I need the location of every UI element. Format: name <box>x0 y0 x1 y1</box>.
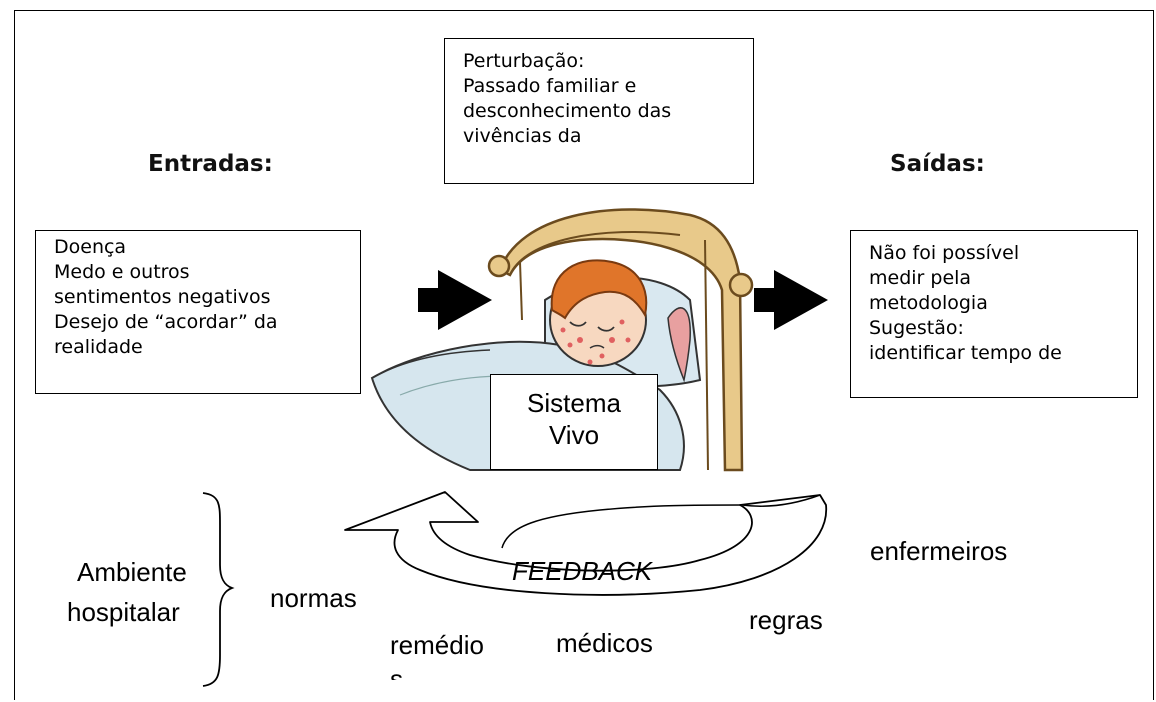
remedio-line: s <box>390 664 403 680</box>
inputs-line: Desejo de “acordar” da <box>54 311 278 333</box>
inputs-line: Medo e outros <box>54 261 190 283</box>
inputs-line: sentimentos negativos <box>54 286 271 308</box>
environment-label-line: hospitalar <box>67 597 180 627</box>
disturbance-line: desconhecimento das <box>463 100 672 122</box>
environment-label-line: Ambiente <box>77 557 187 587</box>
disturbance-line: vivências da <box>463 125 582 147</box>
environment-item-normas: normas <box>270 583 357 613</box>
system-box: Sistema Vivo <box>490 374 658 470</box>
outputs-line: Não foi possível <box>869 242 1020 264</box>
outputs-line: metodologia <box>869 292 988 314</box>
outputs-box: Não foi possível medir pela metodologia … <box>850 230 1138 398</box>
environment-item-remedios: remédio s <box>390 628 484 680</box>
input-arrow <box>418 270 492 330</box>
environment-item-regras: regras <box>749 605 823 635</box>
disturbance-line: Perturbação: <box>463 50 585 72</box>
outputs-heading: Saídas: <box>890 151 985 177</box>
disturbance-box: Perturbação: Passado familiar e desconhe… <box>444 38 754 184</box>
brace-icon <box>202 492 235 687</box>
outputs-line: medir pela <box>869 267 972 289</box>
outputs-line: identificar tempo de <box>869 342 1062 364</box>
inputs-heading: Entradas: <box>148 151 273 177</box>
system-line: Vivo <box>548 420 600 450</box>
inputs-box: Doença Medo e outros sentimentos negativ… <box>35 230 361 394</box>
outputs-line: Sugestão: <box>869 317 964 339</box>
environment-item-enfermeiros: enfermeiros <box>870 536 1008 566</box>
inputs-line: realidade <box>54 336 143 358</box>
feedback-label: FEEDBACK <box>512 556 653 586</box>
inputs-line: Doença <box>54 236 127 258</box>
remedio-line: remédio <box>390 630 484 660</box>
disturbance-line: Passado familiar e <box>463 75 637 97</box>
feedback-arrow <box>344 491 827 596</box>
environment-item-medicos: médicos <box>556 628 653 658</box>
output-arrow <box>754 270 828 330</box>
system-line: Sistema <box>527 388 621 418</box>
